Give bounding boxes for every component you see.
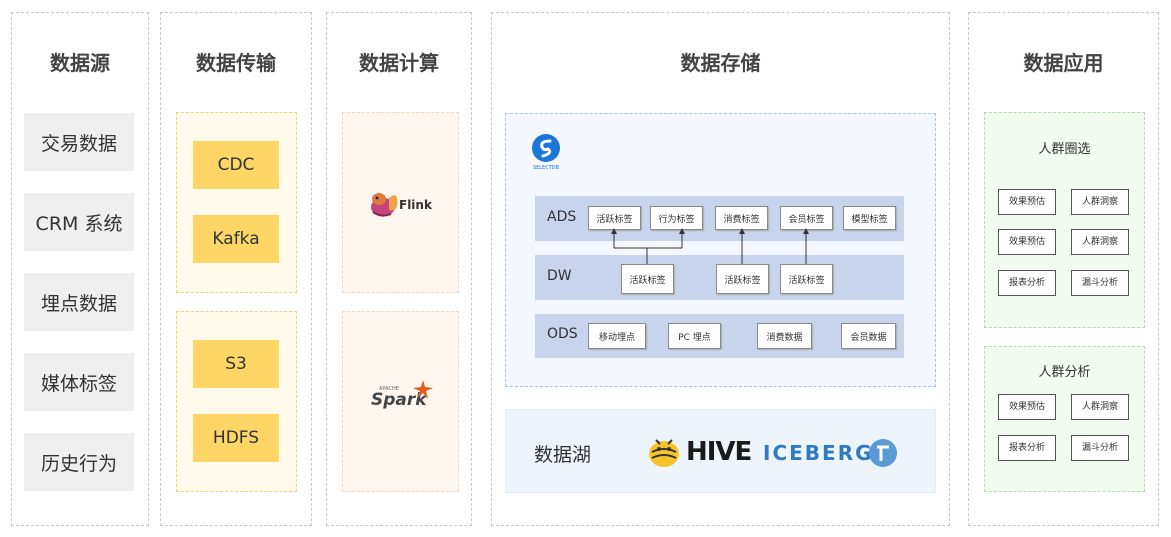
cdc-box: CDC — [193, 141, 279, 189]
flink-text: Flink — [399, 198, 432, 212]
ods-tag-mobile: 移动埋点 — [588, 323, 646, 349]
compute-column: 数据计算 Flink APACHE Spark — [326, 12, 472, 526]
ads-tag-model: 模型标签 — [843, 206, 896, 230]
transfer-group-batch: S3 HDFS — [176, 311, 297, 492]
dw-layer: DW 活跃标签 活跃标签 活跃标签 — [535, 255, 904, 300]
ods-tag-pc: PC 埋点 — [668, 323, 721, 349]
selectdb-logo: SELECTDB — [526, 133, 566, 173]
selectdb-icon — [532, 134, 560, 162]
ads-label: ADS — [547, 209, 577, 225]
ads-tag-active: 活跃标签 — [588, 206, 641, 230]
source-item-trade: 交易数据 — [24, 113, 134, 171]
ads-tag-behavior: 行为标签 — [650, 206, 703, 230]
flink-logo: Flink — [369, 188, 432, 218]
application-column: 数据应用 人群圈选 效果预估 人群洞察 效果预估 人群洞察 报表分析 漏斗分析 … — [968, 12, 1159, 526]
app-item-funnel: 漏斗分析 — [1071, 270, 1129, 296]
ods-tag-consume: 消费数据 — [757, 323, 812, 349]
compute-title: 数据计算 — [359, 51, 439, 75]
ods-layer: ODS 移动埋点 PC 埋点 消费数据 会员数据 — [535, 314, 904, 358]
transfer-group-stream: CDC Kafka — [176, 112, 297, 293]
ads-tag-member: 会员标签 — [780, 206, 833, 230]
app-group-selection: 人群圈选 效果预估 人群洞察 效果预估 人群洞察 报表分析 漏斗分析 — [984, 112, 1145, 328]
iceberg-text: ICEBERG — [763, 441, 874, 465]
source-column: 数据源 交易数据 CRM 系统 埋点数据 媒体标签 历史行为 — [11, 12, 149, 526]
spark-small-text: APACHE — [379, 386, 399, 392]
app-item-insight-2: 人群洞察 — [1071, 229, 1129, 255]
storage-column: 数据存储 SELECTDB ADS 活跃标签 行为标签 消费标签 会员标签 模型… — [491, 12, 950, 526]
source-item-media: 媒体标签 — [24, 353, 134, 411]
application-title: 数据应用 — [1023, 51, 1104, 75]
spark-box: APACHE Spark — [342, 311, 459, 492]
ods-label: ODS — [547, 326, 578, 342]
ods-tag-member: 会员数据 — [841, 323, 896, 349]
app-item-effect-1: 效果预估 — [998, 189, 1056, 215]
spark-logo: APACHE Spark — [369, 380, 439, 420]
transfer-title: 数据传输 — [196, 51, 276, 75]
dw-tag-active-3: 活跃标签 — [780, 264, 833, 294]
app-group-analysis: 人群分析 效果预估 人群洞察 报表分析 漏斗分析 — [984, 346, 1145, 492]
app-item-insight-1: 人群洞察 — [1071, 189, 1129, 215]
dw-label: DW — [547, 268, 572, 284]
iceberg-icon — [868, 439, 897, 467]
selectdb-logo-text: SELECTDB — [532, 165, 560, 171]
spark-star-icon — [413, 380, 433, 399]
spark-text: Spark — [371, 390, 427, 410]
squirrel-icon — [371, 193, 398, 217]
app-item-report: 报表分析 — [998, 270, 1056, 296]
app-item-funnel-2: 漏斗分析 — [1071, 435, 1129, 461]
data-lake: 数据湖 HIVE ICEBERG — [505, 409, 936, 493]
app-group-analysis-title: 人群分析 — [1038, 365, 1091, 380]
s3-box: S3 — [193, 340, 279, 388]
dw-tag-active-2: 活跃标签 — [716, 264, 769, 294]
app-item-insight-3: 人群洞察 — [1071, 394, 1129, 420]
ads-tag-consume: 消费标签 — [715, 206, 768, 230]
data-lake-label: 数据湖 — [534, 444, 592, 466]
source-title: 数据源 — [50, 51, 110, 75]
dw-tag-active-1: 活跃标签 — [621, 264, 674, 294]
ads-layer: ADS 活跃标签 行为标签 消费标签 会员标签 模型标签 — [535, 196, 904, 241]
iceberg-logo: ICEBERG — [763, 438, 898, 468]
source-item-crm: CRM 系统 — [24, 193, 134, 251]
flink-box: Flink — [342, 112, 459, 293]
app-item-report-2: 报表分析 — [998, 435, 1056, 461]
source-item-tracking: 埋点数据 — [24, 273, 134, 331]
selectdb-warehouse: SELECTDB ADS 活跃标签 行为标签 消费标签 会员标签 模型标签 DW… — [505, 113, 936, 387]
hive-text: HIVE — [686, 437, 752, 467]
app-item-effect-3: 效果预估 — [998, 394, 1056, 420]
hive-logo: HIVE — [644, 432, 752, 472]
bee-icon — [649, 439, 679, 467]
source-item-history: 历史行为 — [24, 433, 134, 491]
app-item-effect-2: 效果预估 — [998, 229, 1056, 255]
storage-title: 数据存储 — [680, 51, 761, 75]
hdfs-box: HDFS — [193, 414, 279, 462]
app-group-selection-title: 人群圈选 — [1038, 142, 1091, 157]
transfer-column: 数据传输 CDC Kafka S3 HDFS — [160, 12, 312, 526]
kafka-box: Kafka — [193, 215, 279, 263]
